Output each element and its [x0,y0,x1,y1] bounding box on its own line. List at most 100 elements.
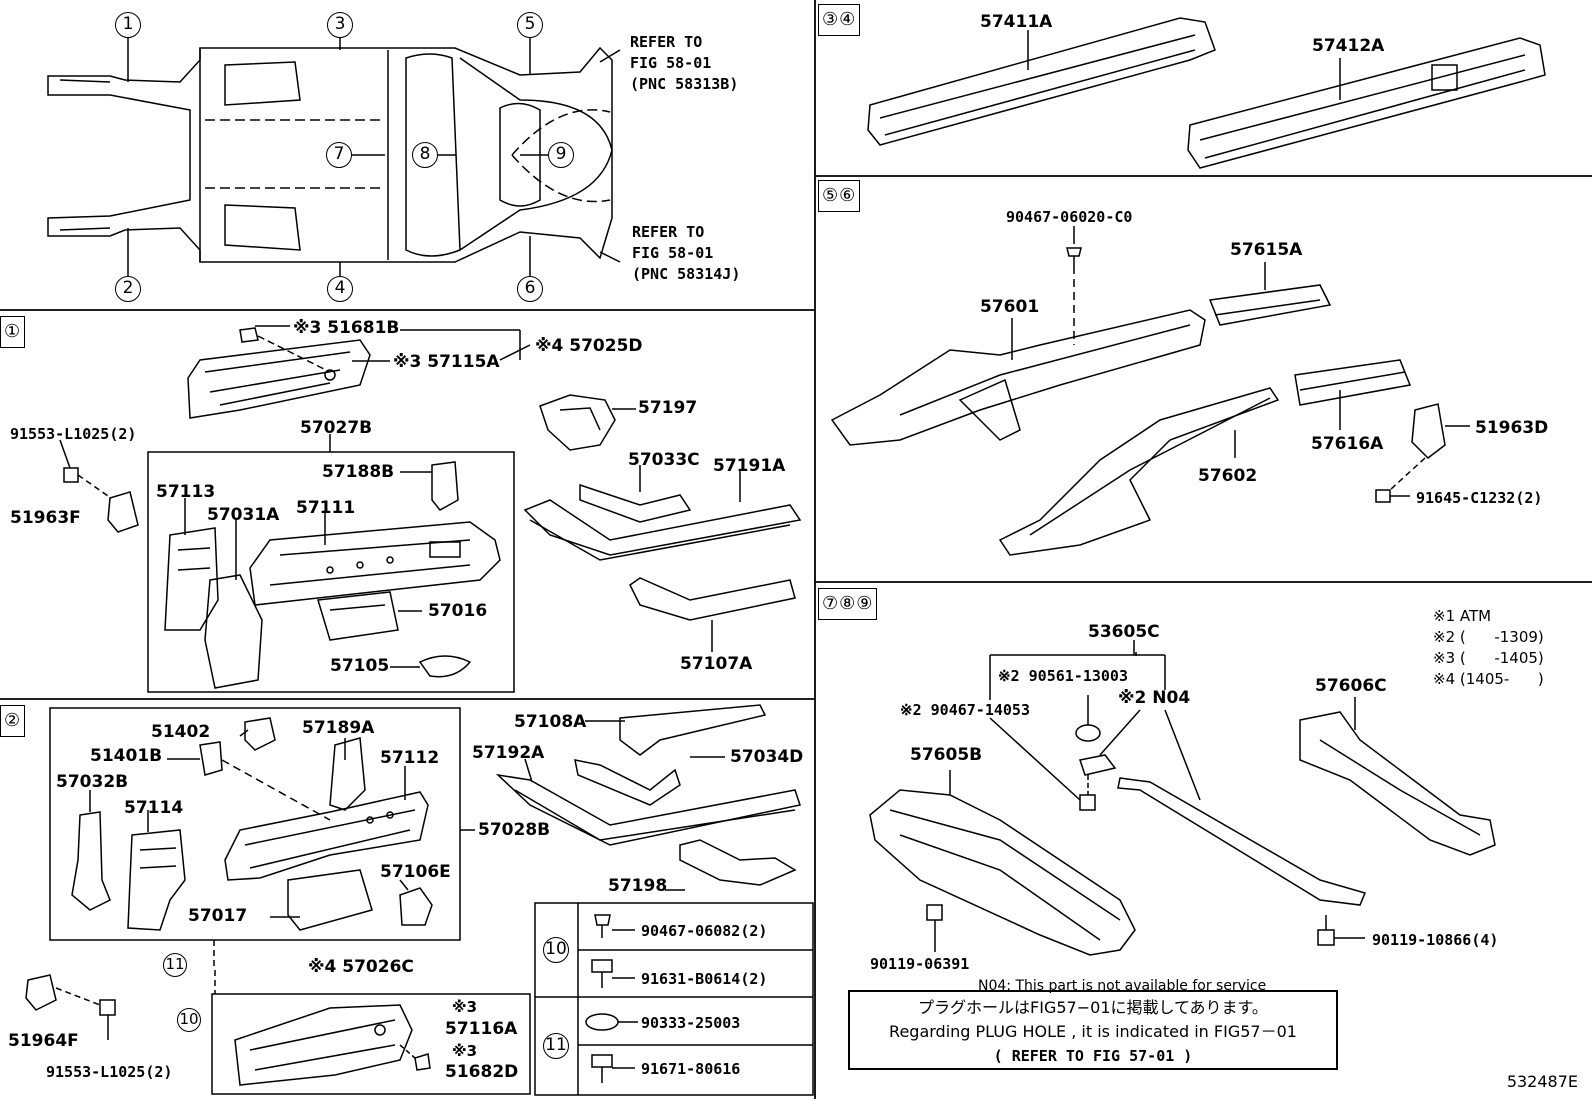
part-90561-13003: ※2 90561-13003 [998,667,1128,685]
section-tag-789: ⑦⑧⑨ [818,588,878,620]
fastener-91631-B0614: 91631-B0614(2) [641,970,768,988]
marker-2: 2 [115,276,141,302]
part-51401B: 51401B [90,746,163,766]
part-53605C: 53605C [1088,622,1160,642]
fastener-91671-80616: 91671-80616 [641,1060,741,1078]
s34-parts [867,17,1546,169]
part-57027B: 57027B [300,418,373,438]
part-57026C: ※4 57026C [308,957,414,977]
part-57606C: 57606C [1315,676,1387,696]
part-57616A: 57616A [1311,434,1384,454]
legend-2: ※2 ( -1309) [1433,628,1544,646]
refer-bottom-line3: (PNC 58314J) [632,265,741,283]
part-51963D: 51963D [1475,418,1549,438]
part-91645-C1232: 91645-C1232(2) [1416,489,1543,507]
legend-3: ※3 ( -1405) [1433,649,1544,667]
section-tag-2: ② [0,705,26,737]
figure-id: 532487E [1506,1072,1578,1091]
plug-notice-jp: プラグホールはFIG57−01に掲載してあります。 [918,998,1268,1017]
part-51963F: 51963F [10,508,81,528]
s2-subassembly-box [211,993,531,1095]
plug-hole-notice: プラグホールはFIG57−01に掲載してあります。 Regarding PLUG… [848,990,1338,1070]
part-57111: 57111 [296,498,356,518]
plug-notice-en: Regarding PLUG HOLE , it is indicated in… [889,1022,1297,1041]
fastener-table-lines [534,902,814,1096]
part-91553-L1025-lower: 91553-L1025(2) [46,1063,173,1081]
section-tag-56: ⑤⑥ [818,180,861,212]
callout-11-left: 11 [163,953,187,977]
part-57115A: ※3 57115A [393,352,500,372]
part-57108A: 57108A [514,712,587,732]
part-91553-L1025-upper: 91553-L1025(2) [10,425,137,443]
part-57189A: 57189A [302,718,375,738]
part-51681B: ※3 51681B [293,318,400,338]
part-51682D-mark: ※3 [452,1042,478,1060]
refer-bottom-line2: FIG 58-01 [632,244,714,262]
s2-assembly-box [49,707,461,941]
overview-leaders [127,38,621,276]
marker-7: 7 [326,142,352,168]
part-57601: 57601 [980,297,1040,317]
part-57198: 57198 [608,876,668,896]
part-57031A: 57031A [207,505,280,525]
legend-1: ※1 ATM [1433,607,1492,625]
marker-8: 8 [412,142,438,168]
part-57028B: 57028B [478,820,551,840]
part-57016: 57016 [428,601,488,621]
refer-top-line3: (PNC 58313B) [630,75,739,93]
fastener-90333-25003: 90333-25003 [641,1014,741,1032]
fastener-90467-06082: 90467-06082(2) [641,922,768,940]
part-90119-06391: 90119-06391 [870,955,970,973]
part-57602: 57602 [1198,466,1258,486]
part-57033C: 57033C [628,450,700,470]
part-57615A: 57615A [1230,240,1303,260]
marker-6: 6 [517,276,543,302]
part-57197: 57197 [638,398,698,418]
part-57192A: 57192A [472,743,545,763]
part-51964F: 51964F [8,1031,79,1051]
part-57411A: 57411A [980,12,1053,32]
s789-parts [869,640,1496,956]
part-90467-14053: ※2 90467-14053 [900,701,1030,719]
part-N04: ※2 N04 [1118,688,1191,708]
part-57112: 57112 [380,748,440,768]
part-90467-06020-C0: 90467-06020-C0 [1006,208,1133,226]
marker-1: 1 [115,12,141,38]
part-57605B: 57605B [910,745,983,765]
fastener-group-10: 10 [543,937,569,963]
part-57034D: 57034D [730,747,804,767]
s56-parts [830,226,1470,556]
part-57113: 57113 [156,482,216,502]
part-57116A-mark: ※3 [452,998,478,1016]
part-57107A: 57107A [680,654,753,674]
part-57106E: 57106E [380,862,451,882]
s1-assembly-box [147,451,515,693]
part-57114: 57114 [124,798,184,818]
plug-notice-ref: ( REFER TO FIG 57-01 ) [993,1047,1193,1065]
part-57032B: 57032B [56,772,129,792]
refer-top-line1: REFER TO [630,33,703,51]
part-57412A: 57412A [1312,36,1385,56]
part-57191A: 57191A [713,456,786,476]
marker-3: 3 [327,12,353,38]
part-51402: 51402 [151,722,211,742]
refer-top-line2: FIG 58-01 [630,54,712,72]
part-57188B: 57188B [322,462,395,482]
section-tag-1: ① [0,316,26,348]
part-57105: 57105 [330,656,390,676]
legend-4: ※4 (1405- ) [1433,670,1544,688]
marker-5: 5 [517,12,543,38]
part-57116A: 57116A [445,1019,518,1039]
overview-floor-outline [47,46,613,263]
section-tag-34: ③④ [818,4,861,36]
callout-10-left: 10 [177,1008,201,1032]
part-57025D: ※4 57025D [535,336,643,356]
marker-4: 4 [327,276,353,302]
part-90119-10866: 90119-10866(4) [1372,931,1499,949]
part-51682D: 51682D [445,1062,519,1082]
refer-bottom-line1: REFER TO [632,223,705,241]
s1-parts [59,325,802,689]
s2-parts [25,704,801,1095]
